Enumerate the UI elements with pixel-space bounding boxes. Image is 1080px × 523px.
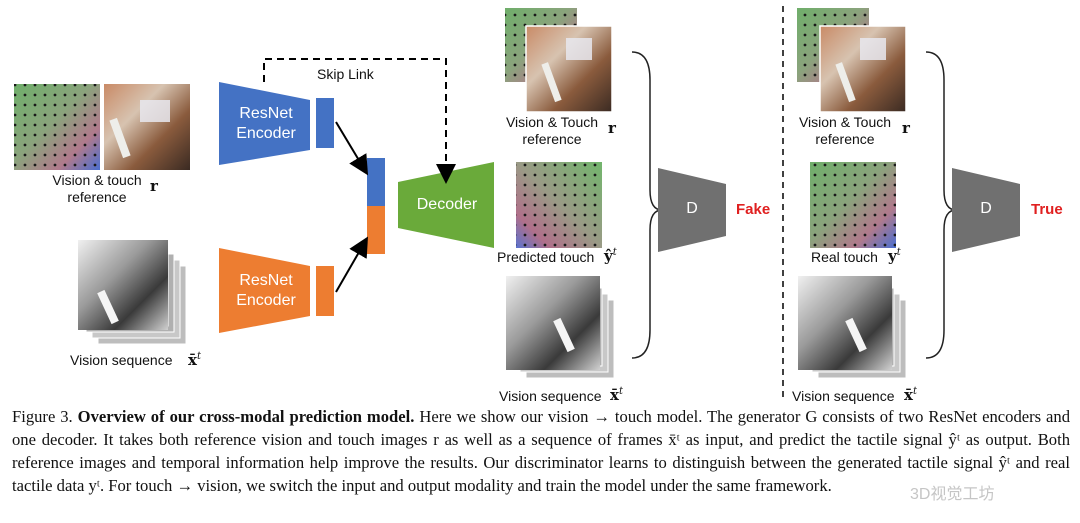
right-reference-images (797, 8, 907, 113)
input-vision-sequence-stack (78, 240, 187, 345)
fake-label: Fake (736, 201, 771, 218)
predicted-touch-image (516, 162, 602, 248)
arrow-encoder-bottom-to-concat (335, 236, 368, 293)
caption-figure-label: Figure 3. (12, 407, 73, 426)
input-sequence-symbol: x̄t (188, 351, 201, 369)
real-touch-symbol: yt (888, 247, 901, 265)
true-label: True (1031, 201, 1063, 218)
mid-sequence-label: Vision sequence (499, 388, 602, 404)
predicted-touch-symbol: ŷt (604, 247, 617, 265)
encoder-top-label: ResNet Encoder (236, 105, 296, 142)
predicted-touch-label: Predicted touch (497, 249, 595, 265)
input-tactile-reference-image (14, 84, 100, 170)
mid-reference-symbol: r (608, 119, 616, 137)
arrow-encoder-top-to-concat (335, 121, 369, 176)
discriminator-fake-label: D (686, 200, 698, 217)
input-vision-reference-image (104, 84, 190, 170)
skip-link-path (263, 58, 456, 184)
mid-reference-label: Vision & Touch reference (505, 114, 599, 147)
mid-reference-images (505, 8, 613, 113)
input-reference-label: Vision & touch reference (52, 172, 142, 205)
model-diagram: Skip Link ResNet Encoder ResNet Encoder … (14, 6, 1063, 404)
skip-link-label: Skip Link (317, 66, 374, 82)
mid-vision-sequence-stack (506, 276, 615, 379)
brace-fake (631, 51, 663, 359)
right-reference-symbol: r (902, 119, 910, 137)
right-vision-sequence-stack (798, 276, 907, 379)
encoder-bottom-label: ResNet Encoder (236, 272, 296, 309)
decoder-label: Decoder (416, 196, 478, 213)
encoder-top-feature (316, 98, 334, 148)
right-sequence-symbol: x̄t (904, 386, 917, 404)
discriminator-fake (658, 168, 726, 252)
diagram-canvas (14, 6, 1020, 398)
figure-caption: Figure 3. Overview of our cross-modal pr… (12, 405, 1070, 497)
decoder-block (398, 162, 494, 248)
right-sequence-label: Vision sequence (792, 388, 895, 404)
resnet-encoder-top (219, 82, 310, 165)
resnet-encoder-bottom (219, 248, 310, 333)
encoder-bottom-feature (316, 266, 334, 316)
mid-sequence-symbol: x̄t (610, 386, 623, 404)
real-touch-image (810, 162, 896, 248)
input-sequence-label: Vision sequence (70, 352, 173, 368)
concatenated-feature-bottom (367, 206, 385, 254)
brace-true (925, 51, 957, 359)
caption-title: Overview of our cross-modal prediction m… (77, 407, 415, 426)
caption-text: Here we show our vision → touch model. T… (12, 407, 1070, 495)
discriminator-true (952, 168, 1020, 252)
real-touch-label: Real touch (811, 249, 878, 265)
watermark: 3D视觉工坊 (910, 486, 995, 503)
concatenated-feature-top (367, 158, 385, 206)
discriminator-true-label: D (980, 200, 992, 217)
right-reference-label: Vision & Touch reference (798, 114, 892, 147)
input-reference-symbol: r (150, 177, 158, 195)
